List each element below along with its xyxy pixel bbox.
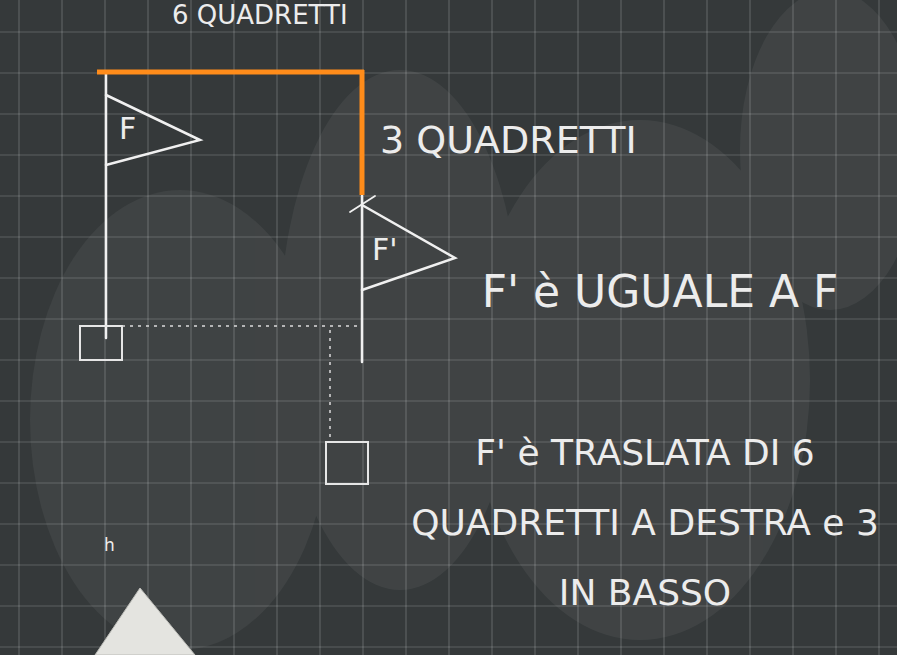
grid-line <box>0 31 897 32</box>
grid-line <box>0 400 897 401</box>
grid-line <box>0 318 897 319</box>
note: F' è TRASLATA DI 6 QUADRETTI A DESTRA e … <box>410 418 880 629</box>
dimension-label: 3 QUADRETTI <box>380 118 637 164</box>
grid-line <box>0 482 897 483</box>
grid-line <box>835 0 836 655</box>
translation-path <box>97 70 364 195</box>
dotted-line <box>329 330 331 440</box>
horizontal-shift <box>97 70 364 75</box>
figure-name: F <box>119 114 136 144</box>
grid-line <box>0 72 897 73</box>
grid-line <box>190 0 191 655</box>
reference-squares <box>80 326 368 484</box>
grid-line <box>319 0 320 655</box>
grid-line <box>18 0 19 655</box>
note: F' è UGUALE A F <box>480 255 840 330</box>
grid-line <box>577 0 578 655</box>
chalk-smudges <box>30 0 897 650</box>
figure-name: F' <box>372 235 398 265</box>
dimension-label: 6 QUADRETTI <box>172 0 348 31</box>
grid-line <box>276 0 277 655</box>
chalk-mark: h <box>104 535 115 555</box>
small-square <box>326 442 368 484</box>
small-square <box>80 326 122 360</box>
flag-triangle <box>106 95 200 165</box>
grid-line <box>534 0 535 655</box>
flag-figure: F' <box>362 203 458 293</box>
grid-line <box>147 0 148 655</box>
grid-line <box>491 0 492 655</box>
vertical-shift <box>360 70 365 195</box>
flag-pole <box>105 74 108 338</box>
flag-pole <box>361 196 364 362</box>
grid-line <box>104 0 105 655</box>
grid-line <box>405 0 406 655</box>
grid-line <box>0 195 897 196</box>
set-square <box>95 588 195 655</box>
dotted-guides <box>122 326 362 440</box>
figure-poles <box>106 74 375 362</box>
dotted-line <box>122 325 362 327</box>
grid-line <box>0 359 897 360</box>
grid-line <box>663 0 664 655</box>
grid-line <box>792 0 793 655</box>
grid-line <box>706 0 707 655</box>
grid-line <box>448 0 449 655</box>
grid-line <box>878 0 879 655</box>
grid-line <box>0 236 897 237</box>
grid-line <box>0 564 897 565</box>
flag-figure: F <box>106 92 202 168</box>
grid-line <box>362 0 363 655</box>
grid-line <box>620 0 621 655</box>
flag-triangle <box>362 205 455 290</box>
grid-line <box>61 0 62 655</box>
grid-line <box>233 0 234 655</box>
grid-line <box>749 0 750 655</box>
